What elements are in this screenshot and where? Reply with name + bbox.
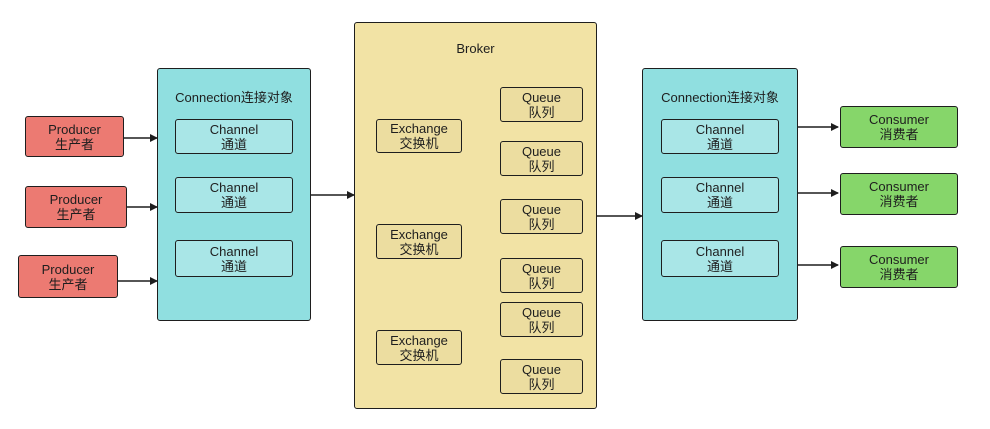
channel-box: Channel 通道 bbox=[661, 240, 779, 277]
queue-sublabel: 队列 bbox=[528, 216, 555, 232]
consumer-label: Consumer bbox=[869, 252, 929, 267]
exchange-sublabel: 交换机 bbox=[399, 347, 439, 363]
channel-sublabel: 通道 bbox=[706, 195, 733, 210]
queue-label: Queue bbox=[521, 260, 562, 276]
queue-box: Queue 队列 bbox=[500, 302, 583, 337]
queue-box: Queue 队列 bbox=[500, 199, 583, 234]
exchange-box: Exchange 交换机 bbox=[376, 330, 462, 365]
channel-box: Channel 通道 bbox=[175, 119, 293, 154]
queue-sublabel: 队列 bbox=[528, 275, 555, 291]
consumer-box: Consumer 消费者 bbox=[840, 173, 958, 215]
consumer-label: Consumer bbox=[869, 112, 929, 127]
producer-sublabel: 生产者 bbox=[56, 207, 96, 222]
channel-sublabel: 通道 bbox=[220, 136, 247, 152]
queue-label: Queue bbox=[521, 143, 562, 159]
producer-sublabel: 生产者 bbox=[54, 136, 94, 152]
queue-label: Queue bbox=[521, 361, 562, 377]
producer-sublabel: 生产者 bbox=[48, 276, 88, 292]
consumer-sublabel: 消费者 bbox=[879, 194, 919, 209]
channel-label: Channel bbox=[209, 180, 259, 195]
channel-box: Channel 通道 bbox=[661, 177, 779, 213]
queue-sublabel: 队列 bbox=[528, 158, 555, 174]
queue-sublabel: 队列 bbox=[528, 104, 555, 120]
channel-sublabel: 通道 bbox=[220, 195, 247, 210]
channel-label: Channel bbox=[209, 121, 259, 137]
exchange-label: Exchange bbox=[390, 332, 448, 348]
queue-label: Queue bbox=[521, 304, 562, 320]
queue-box: Queue 队列 bbox=[500, 141, 583, 176]
queue-sublabel: 队列 bbox=[528, 376, 555, 392]
consumer-sublabel: 消费者 bbox=[879, 127, 919, 142]
broker-title: Broker bbox=[456, 41, 495, 56]
producer-box: Producer 生产者 bbox=[25, 186, 127, 228]
consumer-box: Consumer 消费者 bbox=[840, 246, 958, 288]
queue-label: Queue bbox=[521, 89, 562, 105]
channel-box: Channel 通道 bbox=[661, 119, 779, 154]
producer-box: Producer 生产者 bbox=[18, 255, 118, 298]
exchange-sublabel: 交换机 bbox=[399, 241, 439, 257]
consumer-box: Consumer 消费者 bbox=[840, 106, 958, 148]
queue-label: Queue bbox=[521, 201, 562, 217]
channel-label: Channel bbox=[209, 243, 259, 259]
channel-sublabel: 通道 bbox=[706, 136, 733, 152]
queue-box: Queue 队列 bbox=[500, 359, 583, 394]
channel-box: Channel 通道 bbox=[175, 240, 293, 277]
left-connection-title: Connection连接对象 bbox=[175, 90, 293, 105]
channel-box: Channel 通道 bbox=[175, 177, 293, 213]
channel-label: Channel bbox=[695, 243, 745, 259]
channel-label: Channel bbox=[695, 180, 745, 195]
queue-sublabel: 队列 bbox=[528, 319, 555, 335]
queue-box: Queue 队列 bbox=[500, 87, 583, 122]
producer-label: Producer bbox=[41, 261, 95, 277]
exchange-label: Exchange bbox=[390, 121, 448, 136]
queue-box: Queue 队列 bbox=[500, 258, 583, 293]
exchange-label: Exchange bbox=[390, 226, 448, 242]
exchange-box: Exchange 交换机 bbox=[376, 224, 462, 259]
producer-label: Producer bbox=[48, 121, 101, 137]
right-connection-title: Connection连接对象 bbox=[661, 90, 779, 105]
exchange-box: Exchange 交换机 bbox=[376, 119, 462, 153]
channel-sublabel: 通道 bbox=[220, 258, 247, 274]
consumer-label: Consumer bbox=[869, 179, 929, 194]
consumer-sublabel: 消费者 bbox=[879, 267, 919, 282]
producer-label: Producer bbox=[49, 192, 103, 207]
exchange-sublabel: 交换机 bbox=[399, 136, 439, 151]
channel-sublabel: 通道 bbox=[706, 258, 733, 274]
producer-box: Producer 生产者 bbox=[25, 116, 124, 157]
channel-label: Channel bbox=[695, 121, 745, 137]
